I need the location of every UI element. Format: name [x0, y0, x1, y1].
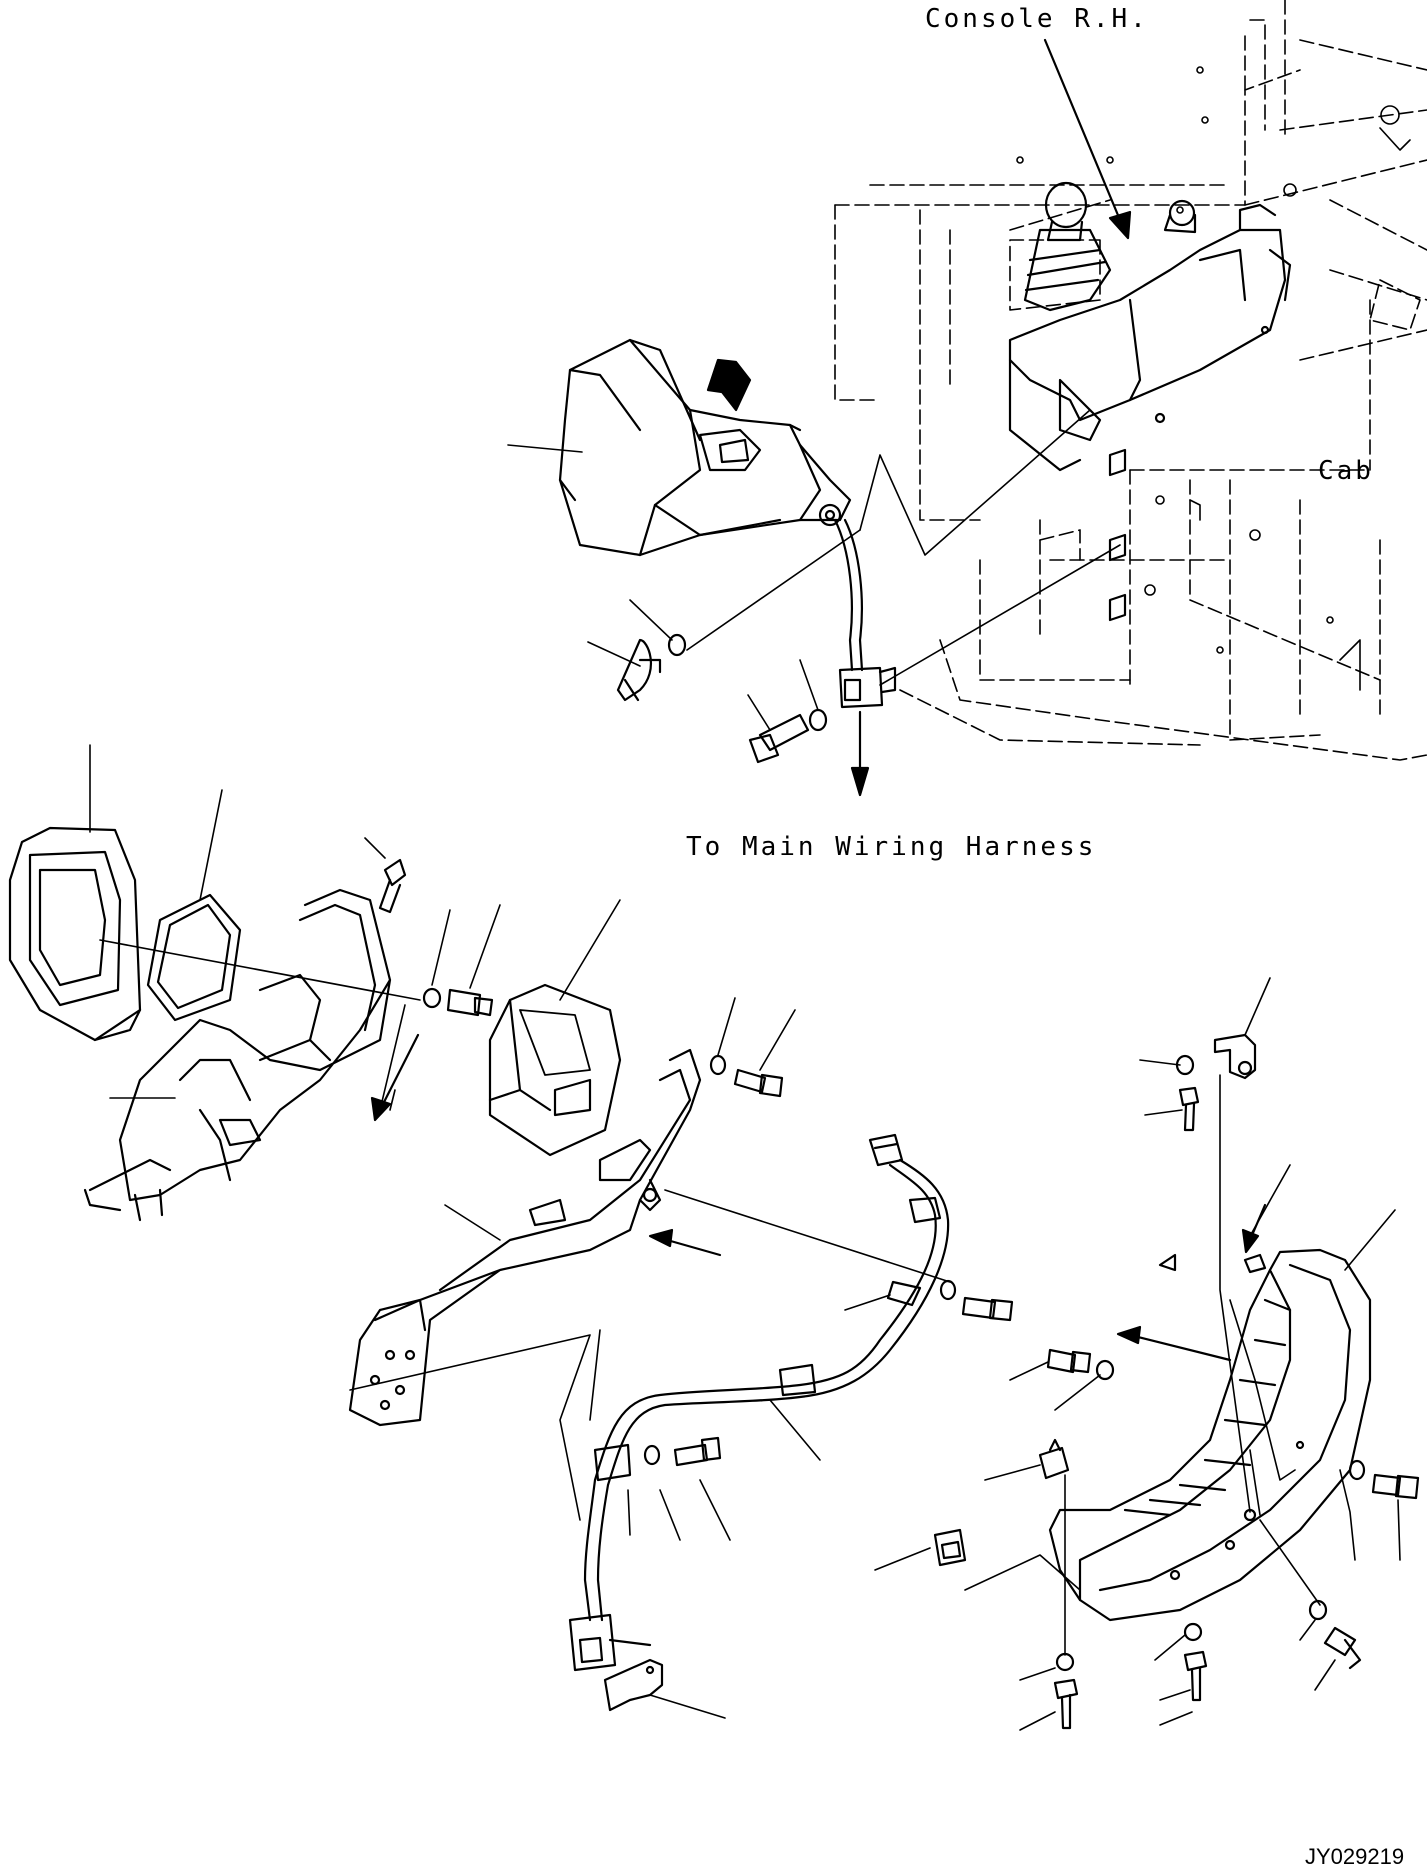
panel-cover: [8, 826, 142, 1042]
harness-direction-arrow: [850, 710, 870, 797]
harness-clip: [603, 1658, 664, 1712]
left-arrow: [370, 1033, 420, 1122]
center-fasteners: [709, 1054, 1014, 1322]
right-fasteners: [1046, 1054, 1420, 1730]
side-cover-clips: [933, 1438, 1070, 1567]
wiring-harness: [568, 1133, 950, 1672]
right-arrows: [1116, 1203, 1267, 1362]
left-small-bolt: [378, 858, 494, 1017]
side-cover: [1048, 1248, 1372, 1622]
top-fasteners: [616, 633, 828, 764]
left-leaders: [89, 744, 501, 1111]
cab-small-holes: [1016, 66, 1411, 691]
center-arrow: [648, 1228, 722, 1257]
top-harness-lead: [833, 518, 897, 709]
drawing-id: JY029219: [1305, 1844, 1405, 1869]
console-pointer: [1043, 38, 1132, 240]
side-cover-bracket-top: [1213, 1033, 1267, 1274]
mount-bracket: [1108, 448, 1127, 622]
console-rh: [1008, 181, 1292, 472]
view-arrow: [706, 358, 752, 412]
controller-box: [488, 983, 622, 1157]
mounting-bracket: [348, 1048, 702, 1427]
switch-frame: [83, 888, 392, 1222]
window-gasket: [146, 893, 242, 1022]
right-leaders: [874, 977, 1401, 1731]
top-switch-panel: [558, 338, 852, 557]
cab-outline: [834, 0, 1427, 761]
center-leaders: [349, 899, 951, 1521]
harness-leaders: [627, 1294, 891, 1719]
harness-fasteners: [643, 1436, 722, 1467]
label-cab: Cab: [1318, 456, 1374, 486]
top-leaders: [507, 409, 1121, 731]
label-console-rh: Console R.H.: [925, 4, 1149, 34]
label-to-main-wiring-harness: To Main Wiring Harness: [686, 832, 1097, 862]
